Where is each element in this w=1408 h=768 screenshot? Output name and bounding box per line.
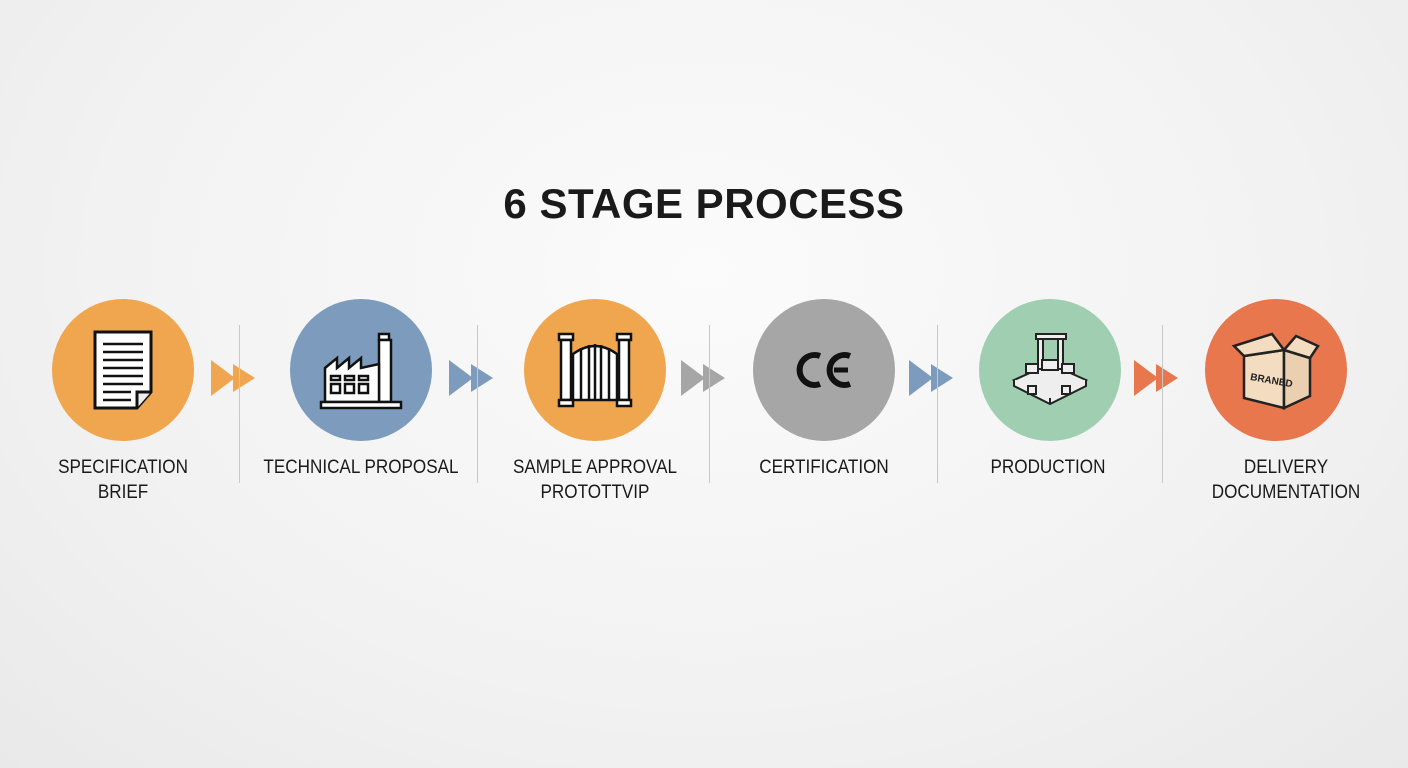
stage-5-label: PRODUCTION [940,455,1156,480]
stage-3-label-line1: SAMPLE APPROVAL [512,457,678,478]
arrow-1-icon [211,360,255,396]
arrow-3-icon [681,360,725,396]
stage-6-label: DELIVERY DOCUMENTATION [1178,455,1394,505]
stage-1-label-line1: SPECIFICATION [58,457,188,478]
stage-3-label-line2: PROTOTTVIP [540,482,650,503]
machine-icon [1011,333,1089,406]
stage-3-circle [524,299,666,441]
stage-3-label: SAMPLE APPROVAL PROTOTTVIP [487,455,703,505]
stage-6-label-line1: DELIVERY DOCUMENTATION [1211,457,1361,503]
factory-icon [319,332,403,410]
stage-2-label: TECHNICAL PROPOSAL [253,455,469,480]
divider [477,325,478,483]
stage-5-circle [979,299,1121,441]
stage-1-label-line2: BRIEF [97,482,149,503]
stage-4-label: CERTIFICATION [716,455,932,480]
stage-2-circle [290,299,432,441]
divider [1162,325,1163,483]
page-title: 6 STAGE PROCESS [503,180,905,227]
stage-5-label-line1: PRODUCTION [990,457,1106,478]
stage-6-circle: BRANED [1205,299,1347,441]
divider [709,325,710,483]
divider [239,325,240,483]
stage-2-label-line1: TECHNICAL PROPOSAL [263,457,459,478]
stage-4-label-line1: CERTIFICATION [759,457,889,478]
gate-icon [557,332,633,408]
box-icon: BRANED [1231,332,1320,410]
divider [937,325,938,483]
arrow-5-icon [1134,360,1178,396]
stage-1-circle [52,299,194,441]
stage-4-circle [753,299,895,441]
ce-mark-icon [796,352,852,388]
arrow-2-icon [449,360,493,396]
document-icon [93,330,153,410]
stage-1-label: SPECIFICATION BRIEF [15,455,231,505]
arrow-4-icon [909,360,953,396]
